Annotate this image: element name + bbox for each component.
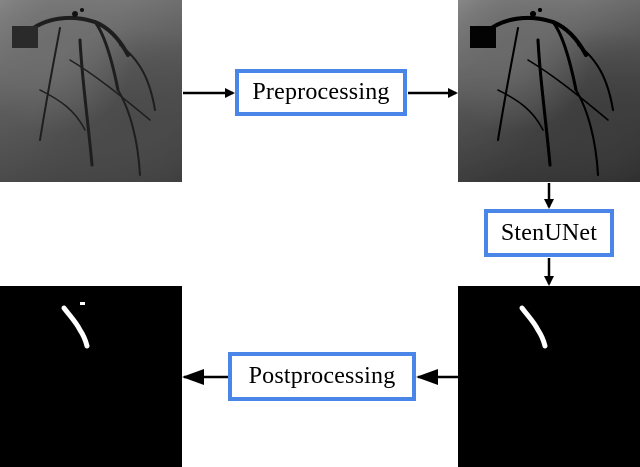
preprocessing-box: Preprocessing — [235, 69, 407, 116]
stenosis-segment-mark — [61, 302, 90, 349]
stenunet-box: StenUNet — [484, 209, 614, 257]
postprocessing-label: Postprocessing — [248, 363, 396, 389]
vessel-tree-drawing — [470, 8, 614, 176]
stenosis-segment-mark — [519, 305, 548, 349]
preprocessing-label: Preprocessing — [252, 79, 390, 105]
vessel-tree-drawing — [12, 8, 156, 176]
stenunet-label: StenUNet — [500, 219, 598, 246]
input-angiogram-image — [0, 0, 182, 182]
predicted-mask-image — [458, 286, 640, 467]
postprocessing-box: Postprocessing — [228, 352, 416, 401]
preprocessed-angiogram-image — [458, 0, 640, 182]
final-mask-image — [0, 286, 182, 467]
